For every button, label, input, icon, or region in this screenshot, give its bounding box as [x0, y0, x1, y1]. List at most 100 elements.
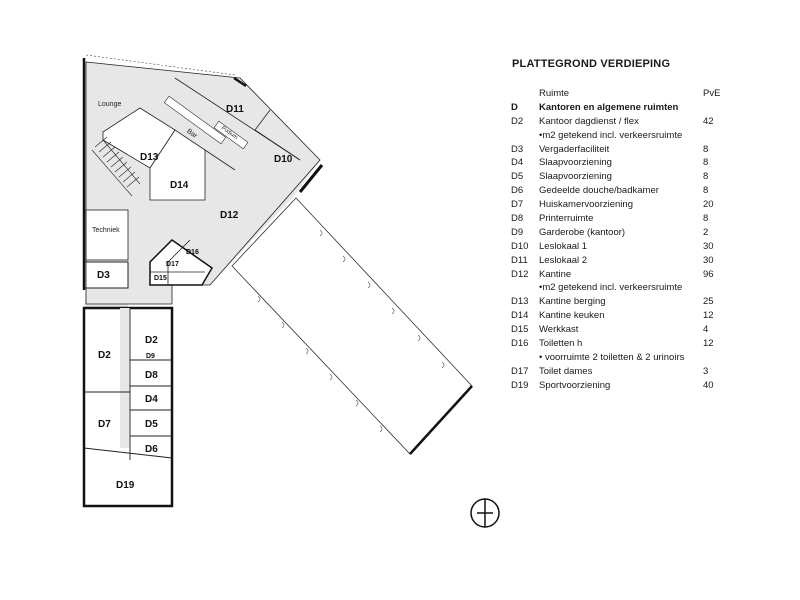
- legend-row-name: Slaapvoorziening: [539, 157, 612, 169]
- legend-row-name: Vergaderfaciliteit: [539, 143, 610, 155]
- label-d11: D11: [226, 104, 244, 115]
- legend-row-code: D17: [511, 365, 529, 377]
- label-d6: D6: [145, 444, 158, 455]
- label-d15: D15: [154, 275, 167, 282]
- label-d12: D12: [220, 210, 239, 221]
- legend-row: D7 Huiskamervoorziening 20: [510, 198, 790, 212]
- legend-row-code: D13: [511, 296, 529, 308]
- legend-row-value: 8: [703, 143, 709, 155]
- south-wing-rooms: [83, 308, 173, 460]
- legend-row-code: D11: [511, 254, 528, 266]
- legend-row-name: Leslokaal 1: [539, 240, 588, 252]
- bar-counter: [163, 95, 227, 145]
- legend-row: D4 Slaapvoorziening 8: [510, 156, 790, 170]
- legend-row-name: Toilet dames: [539, 365, 593, 377]
- toilet-block: [149, 239, 213, 286]
- legend-row-name: •m2 getekend incl. verkeersruimte: [539, 282, 683, 294]
- legend-row: D17 Toilet dames 3: [510, 365, 790, 379]
- legend-row-code: D6: [511, 185, 524, 197]
- legend-row-code: D2: [511, 115, 524, 127]
- podium: [213, 120, 249, 150]
- balcony-wall: [409, 385, 473, 455]
- legend-row: D3 Vergaderfaciliteit 8: [510, 143, 790, 157]
- legend-row-name: • voorruimte 2 toiletten & 2 urinoirs: [539, 351, 685, 363]
- legend-row-code: D8: [511, 213, 524, 225]
- legend-row-value: 8: [703, 213, 709, 225]
- floor-plan: Bar Podium Lounge Techniek D11 D10 D13 D…: [82, 54, 500, 528]
- legend-row-name: Kantoren en algemene ruimten: [539, 101, 679, 113]
- legend-header-value: PvE: [703, 88, 721, 99]
- legend-row-code: D15: [511, 324, 529, 336]
- legend-row: D12 Kantine 96: [510, 268, 790, 282]
- legend-row-name: Kantine: [539, 268, 572, 280]
- label-d5: D5: [145, 419, 158, 430]
- legend-row: D6 Gedeelde douche/badkamer 8: [510, 184, 790, 198]
- roof-edge-dotted: [85, 54, 236, 76]
- legend-row: D13 Kantine berging 25: [510, 295, 790, 309]
- legend-row-name: Slaapvoorziening: [539, 171, 612, 183]
- label-d19: D19: [116, 480, 135, 491]
- legend-row-value: 40: [703, 379, 714, 391]
- legend-header-name: Ruimte: [539, 88, 570, 99]
- label-d7: D7: [98, 419, 111, 430]
- legend-row-name: Kantoor dagdienst / flex: [539, 115, 639, 127]
- label-d3: D3: [97, 270, 110, 281]
- legend-row-value: 3: [703, 365, 709, 377]
- legend-title: PLATTEGROND VERDIEPING: [512, 58, 671, 70]
- legend-row-value: 8: [703, 171, 709, 183]
- legend-row-code: D14: [511, 310, 529, 322]
- label-d4: D4: [145, 394, 158, 405]
- legend-row: D Kantoren en algemene ruimten: [510, 101, 790, 115]
- label-techniek: Techniek: [92, 227, 120, 234]
- legend-row-value: 4: [703, 324, 709, 336]
- legend-row-value: 8: [703, 185, 709, 197]
- legend-row: • voorruimte 2 toiletten & 2 urinoirs: [510, 351, 790, 365]
- legend-row-name: Gedeelde douche/badkamer: [539, 185, 659, 197]
- label-d10: D10: [274, 154, 293, 165]
- legend-row-name: Kantine berging: [539, 296, 606, 308]
- room-d3: [83, 261, 129, 289]
- legend-row-code: D: [511, 101, 518, 113]
- label-lounge: Lounge: [98, 101, 121, 108]
- legend-row-value: 8: [703, 157, 709, 169]
- legend-row-code: D9: [511, 226, 524, 238]
- label-d14: D14: [170, 180, 189, 191]
- legend-row-name: Toiletten h: [539, 338, 583, 350]
- label-d9: D9: [146, 353, 155, 360]
- legend-row-value: 96: [703, 268, 714, 280]
- label-d13: D13: [140, 152, 159, 163]
- north-arrow-icon: [470, 498, 500, 528]
- legend-row-code: D3: [511, 143, 524, 155]
- legend-row-code: D7: [511, 199, 524, 211]
- legend-row-name: Huiskamervoorziening: [539, 199, 633, 211]
- room-techniek: [85, 209, 129, 261]
- legend-row-name: Printerruimte: [539, 213, 594, 225]
- legend-row-value: 12: [703, 338, 714, 350]
- legend-row-code: D5: [511, 171, 524, 183]
- stair: [91, 136, 141, 197]
- legend-row-code: D12: [511, 268, 529, 280]
- legend-row-code: D4: [511, 157, 524, 169]
- wall-d10: [298, 164, 324, 193]
- legend-row-name: Garderobe (kantoor): [539, 226, 626, 238]
- legend-row: D5 Slaapvoorziening 8: [510, 170, 790, 184]
- legend-row-value: 25: [703, 296, 714, 308]
- legend-row: D8 Printerruimte 8: [510, 212, 790, 226]
- legend-row-value: 20: [703, 199, 714, 211]
- south-corridor: [120, 308, 130, 448]
- legend-row-name: •m2 getekend incl. verkeersruimte: [539, 129, 683, 141]
- balcony-joints: [257, 229, 445, 433]
- room-d14: [149, 129, 206, 201]
- legend-header: Ruimte PvE: [510, 87, 790, 101]
- label-d17: D17: [166, 261, 179, 268]
- legend-row-value: 30: [703, 254, 714, 266]
- wall-east: [233, 76, 247, 88]
- label-d2-small: D2: [145, 335, 158, 346]
